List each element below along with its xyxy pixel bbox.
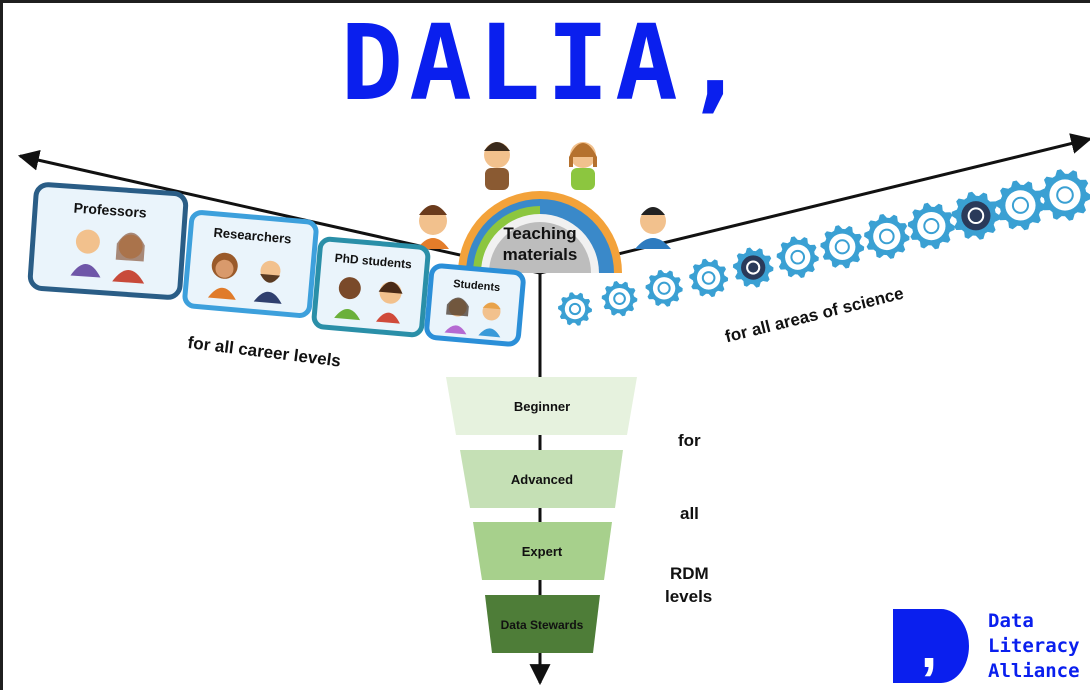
dla-logo-icon: , bbox=[893, 609, 969, 683]
level-step-label: Beginner bbox=[514, 399, 570, 414]
level-step-label: Advanced bbox=[511, 472, 573, 487]
logo-text-line3: Alliance bbox=[988, 660, 1080, 682]
level-step-label: Data Stewards bbox=[501, 618, 584, 632]
diagram-svg: Teaching materials Professors Researcher… bbox=[17, 133, 1090, 686]
hub-label-line1: Teaching bbox=[503, 224, 576, 243]
levels-word-levels: levels bbox=[665, 587, 713, 606]
logo-text-line1: Data bbox=[988, 610, 1034, 632]
level-step-expert bbox=[473, 522, 612, 580]
stethoscope-icon bbox=[864, 214, 910, 259]
atom-icon bbox=[645, 269, 683, 307]
person-icon bbox=[484, 142, 510, 190]
person-icon bbox=[569, 142, 597, 190]
person-icon bbox=[417, 205, 449, 249]
level-step-data-stewards bbox=[485, 595, 600, 653]
level-step-label: Expert bbox=[522, 544, 563, 559]
right-axis-arrow bbox=[539, 133, 1090, 275]
flask-icon bbox=[558, 292, 592, 326]
career-card-label: Researchers bbox=[213, 225, 292, 247]
level-step-advanced bbox=[460, 450, 623, 508]
science-gears bbox=[558, 169, 1090, 326]
function-icon bbox=[820, 225, 865, 269]
logo-glyph: , bbox=[921, 613, 938, 680]
rocket-icon bbox=[951, 191, 1001, 240]
level-step-beginner bbox=[446, 377, 637, 435]
logo-text: Data Literacy Alliance bbox=[988, 609, 1080, 684]
mountain-icon bbox=[907, 202, 955, 250]
levels-word-for: for bbox=[678, 431, 701, 450]
presentation-icon bbox=[689, 258, 729, 298]
person-icon bbox=[635, 207, 671, 249]
levels-word-rdm: RDM bbox=[670, 564, 709, 583]
career-card-label: Students bbox=[453, 278, 501, 294]
levels-funnel: Beginner Advanced Expert Data Stewards bbox=[446, 377, 637, 653]
levels-word-all: all bbox=[680, 504, 699, 523]
dna-icon bbox=[1039, 169, 1090, 221]
diagram-canvas: DALIA, bbox=[3, 3, 1090, 690]
institution-icon bbox=[995, 180, 1046, 231]
logo-text-line2: Literacy bbox=[988, 635, 1080, 657]
hub-label-line2: materials bbox=[503, 245, 578, 264]
left-axis-arrow bbox=[17, 149, 541, 275]
title: DALIA, bbox=[340, 3, 753, 124]
career-card-phd-students: PhD students bbox=[311, 236, 431, 338]
career-card-label: PhD students bbox=[334, 251, 413, 272]
teaching-materials-hub: Teaching materials bbox=[417, 142, 671, 273]
career-card-professors: Professors bbox=[27, 182, 189, 300]
career-card-students: Students bbox=[424, 263, 526, 347]
career-card-researchers: Researchers bbox=[182, 210, 319, 318]
planet-icon bbox=[776, 236, 819, 278]
career-card-label: Professors bbox=[73, 200, 147, 221]
microscope-icon bbox=[601, 281, 638, 317]
group-icon bbox=[732, 247, 774, 288]
